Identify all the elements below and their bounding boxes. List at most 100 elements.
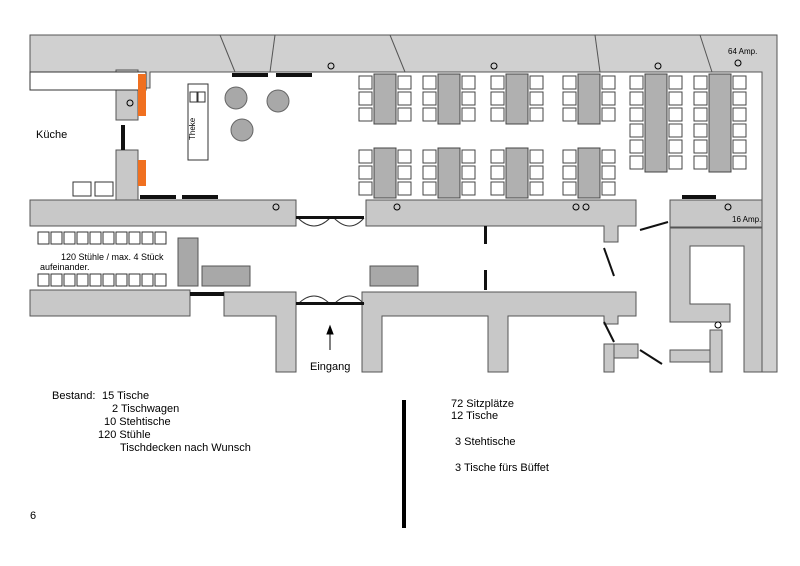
chair	[422, 165, 437, 180]
inventory-line: 10 Stehtische	[104, 416, 171, 428]
chair	[529, 107, 544, 122]
entrance-label: Eingang	[310, 361, 351, 373]
stacked-chair	[89, 273, 102, 287]
chair	[358, 91, 373, 106]
stacked-chair	[63, 231, 76, 245]
chair	[668, 123, 683, 138]
chair	[562, 181, 577, 196]
chair	[562, 165, 577, 180]
chair	[629, 107, 644, 122]
stacked-chair	[128, 231, 141, 245]
dining-table	[505, 73, 529, 125]
kitchen-wall-lower	[115, 149, 139, 203]
chair	[601, 181, 616, 196]
chair	[461, 107, 476, 122]
chair	[422, 181, 437, 196]
lower-wall-stub-2	[669, 349, 711, 363]
chair	[601, 107, 616, 122]
divider-line	[402, 400, 406, 528]
chair	[461, 149, 476, 164]
chair	[693, 123, 708, 138]
bar-counter	[187, 83, 209, 161]
power-label-top: 64 Amp.	[728, 47, 758, 56]
dining-table	[644, 73, 668, 173]
setup-line: 3 Tische fürs Büffet	[455, 462, 549, 474]
chairs-note-2: aufeinander.	[40, 262, 90, 272]
chair	[490, 107, 505, 122]
standing-table	[224, 86, 248, 110]
standing-table	[230, 118, 254, 142]
inventory-line: 120 Stühle	[98, 429, 151, 441]
kitchen-appliance-1	[72, 181, 92, 197]
chair	[629, 155, 644, 170]
chair	[490, 165, 505, 180]
kitchen-door-upper	[138, 74, 146, 116]
dining-table	[437, 147, 461, 199]
chair	[397, 149, 412, 164]
corridor-lower-wall-right	[361, 291, 637, 373]
chair	[529, 75, 544, 90]
chair	[490, 149, 505, 164]
chair	[668, 75, 683, 90]
dining-table	[577, 147, 601, 199]
chair	[422, 91, 437, 106]
chair	[490, 91, 505, 106]
stacked-chair	[50, 273, 63, 287]
hall-lower-wall-right	[365, 199, 637, 243]
chair	[693, 75, 708, 90]
chair	[732, 155, 747, 170]
corridor-lower-wall-left-2	[29, 289, 191, 317]
stacked-chair	[102, 273, 115, 287]
chair	[397, 107, 412, 122]
dining-table	[708, 73, 732, 173]
chair	[629, 91, 644, 106]
inventory-line: 15 Tische	[102, 390, 150, 402]
chair	[668, 107, 683, 122]
kitchen-appliance-2	[94, 181, 114, 197]
stacked-chair	[50, 231, 63, 245]
chair	[422, 75, 437, 90]
chair	[629, 139, 644, 154]
chair	[422, 149, 437, 164]
stacked-chair	[154, 273, 167, 287]
power-label-right: 16 Amp.	[732, 215, 762, 224]
corridor-upper-wall	[29, 199, 297, 227]
chair	[422, 107, 437, 122]
chair	[461, 75, 476, 90]
chair	[358, 149, 373, 164]
chair	[490, 181, 505, 196]
dining-table	[437, 73, 461, 125]
chair	[490, 75, 505, 90]
chair	[693, 139, 708, 154]
inventory-line: 2 Tischwagen	[112, 403, 180, 415]
setup-line: 3 Stehtische	[455, 436, 516, 448]
chair	[732, 75, 747, 90]
chair	[529, 91, 544, 106]
chair	[461, 181, 476, 196]
chair	[693, 91, 708, 106]
chair	[562, 91, 577, 106]
chair	[693, 107, 708, 122]
chair	[529, 181, 544, 196]
setup-line: 72 Sitzplätze	[451, 398, 514, 410]
chair	[358, 181, 373, 196]
chair	[397, 91, 412, 106]
chair	[562, 107, 577, 122]
chair	[732, 123, 747, 138]
chair	[668, 91, 683, 106]
store-room-walls	[669, 227, 763, 373]
standing-table	[266, 89, 290, 113]
bar-label: Theke	[188, 117, 197, 140]
chair	[601, 149, 616, 164]
dining-table	[505, 147, 529, 199]
chair	[601, 91, 616, 106]
kitchen-label: Küche	[36, 129, 68, 141]
lower-wall-stub-4	[603, 343, 615, 373]
dining-table	[577, 73, 601, 125]
chair	[358, 75, 373, 90]
stacked-chair	[141, 231, 154, 245]
stacked-chair	[37, 273, 50, 287]
dining-table	[373, 73, 397, 125]
setup-line: 12 Tische	[451, 410, 499, 422]
chair	[529, 165, 544, 180]
